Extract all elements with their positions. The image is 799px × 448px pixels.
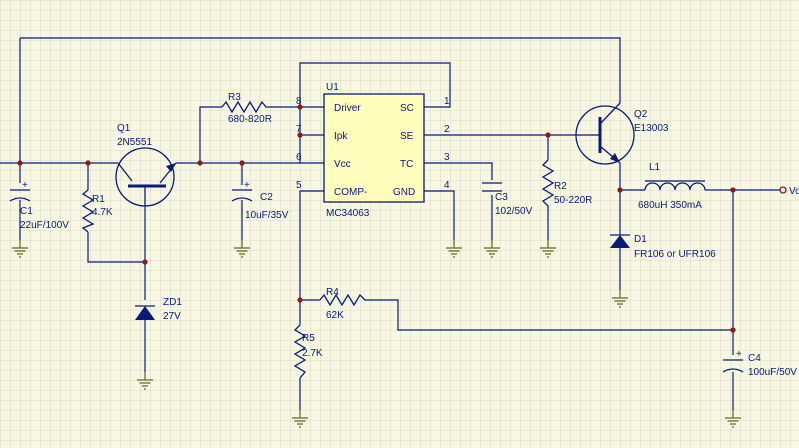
transistor-q1: Q1 2N5551 bbox=[115, 123, 177, 207]
r5-value: 2.7K bbox=[302, 348, 323, 359]
r4-ref: R4 bbox=[326, 287, 339, 298]
c2-value: 10uF/35V bbox=[245, 210, 289, 221]
r2-value: 50-220R bbox=[554, 195, 592, 206]
u1-pin-2-name: SE bbox=[400, 131, 414, 142]
u1-pin-6-number: 6 bbox=[296, 152, 302, 163]
junctions bbox=[17, 104, 736, 333]
d1-value: FR106 or UFR106 bbox=[634, 249, 716, 260]
u1-pin-5-number: 5 bbox=[296, 180, 302, 191]
q2-value: E13003 bbox=[634, 123, 669, 134]
zener-zd1: ZD1 27V bbox=[135, 297, 182, 372]
r5-ref: R5 bbox=[302, 333, 315, 344]
u1-pin-1-number: 1 bbox=[444, 96, 450, 107]
output-terminal-vo: Vo bbox=[779, 186, 799, 197]
l1-ref: L1 bbox=[649, 162, 661, 173]
c4-value: 100uF/50V bbox=[748, 367, 797, 378]
zd1-ref: ZD1 bbox=[163, 297, 182, 308]
u1-pin-2-number: 2 bbox=[444, 124, 450, 135]
d1-ref: D1 bbox=[634, 234, 647, 245]
c4-polarity: + bbox=[736, 349, 742, 360]
resistor-r2: R2 50-220R bbox=[541, 159, 592, 210]
zd1-value: 27V bbox=[163, 311, 181, 322]
c1-ref: C1 bbox=[20, 206, 33, 217]
ic-u1-mc34063: U1 MC34063 8 Driver 7 Ipk 6 Vcc 5 COMP- … bbox=[296, 82, 450, 219]
c3-value: 102/50V bbox=[495, 206, 533, 217]
u1-pin-3-number: 3 bbox=[444, 152, 450, 163]
u1-pin-3-name: TC bbox=[400, 159, 413, 170]
l1-value: 680uH 350mA bbox=[638, 200, 702, 211]
q2-ref: Q2 bbox=[634, 109, 648, 120]
u1-pin-4-number: 4 bbox=[444, 180, 450, 191]
r1-value: 4.7K bbox=[92, 207, 113, 218]
capacitor-c3: C3 102/50V bbox=[482, 182, 533, 217]
capacitor-c1: + C1 22uF/100V bbox=[9, 180, 69, 231]
q1-value: 2N5551 bbox=[117, 137, 152, 148]
u1-pin-1-name: SC bbox=[400, 103, 414, 114]
inductor-l1: L1 680uH 350mA bbox=[638, 162, 706, 211]
q1-ref: Q1 bbox=[117, 123, 131, 134]
u1-pin-4-name: GND bbox=[393, 187, 415, 198]
diode-d1: D1 FR106 or UFR106 bbox=[610, 234, 716, 260]
c2-ref: C2 bbox=[260, 192, 273, 203]
u1-pin-8-number: 8 bbox=[296, 96, 302, 107]
transistor-q2: Q2 E13003 bbox=[575, 102, 669, 165]
capacitor-c2: + C2 10uF/35V bbox=[231, 180, 289, 221]
u1-pin-8-name: Driver bbox=[334, 103, 361, 114]
u1-pin-5-name: COMP- bbox=[334, 187, 367, 198]
c3-ref: C3 bbox=[495, 192, 508, 203]
resistor-r5: R5 2.7K bbox=[293, 324, 323, 379]
u1-value: MC34063 bbox=[326, 208, 370, 219]
u1-pin-7-name: Ipk bbox=[334, 131, 348, 142]
vout-label: Vo bbox=[789, 186, 799, 197]
wires bbox=[0, 37, 780, 410]
c2-polarity: + bbox=[244, 180, 250, 191]
r4-value: 62K bbox=[326, 310, 344, 321]
capacitor-c4: + C4 100uF/50V bbox=[722, 349, 797, 378]
r3-value: 680-820R bbox=[228, 114, 272, 125]
resistor-r4: R4 62K bbox=[319, 287, 370, 321]
c1-polarity: + bbox=[22, 180, 28, 191]
u1-ref: U1 bbox=[326, 82, 339, 93]
r2-ref: R2 bbox=[554, 181, 567, 192]
resistor-r1: R1 4.7K bbox=[81, 189, 113, 233]
c4-ref: C4 bbox=[748, 353, 761, 364]
u1-pin-6-name: Vcc bbox=[334, 159, 351, 170]
u1-pin-7-number: 7 bbox=[296, 124, 302, 135]
c1-value: 22uF/100V bbox=[20, 220, 69, 231]
r3-ref: R3 bbox=[228, 92, 241, 103]
r1-ref: R1 bbox=[92, 194, 105, 205]
resistor-r3: R3 680-820R bbox=[221, 92, 272, 125]
